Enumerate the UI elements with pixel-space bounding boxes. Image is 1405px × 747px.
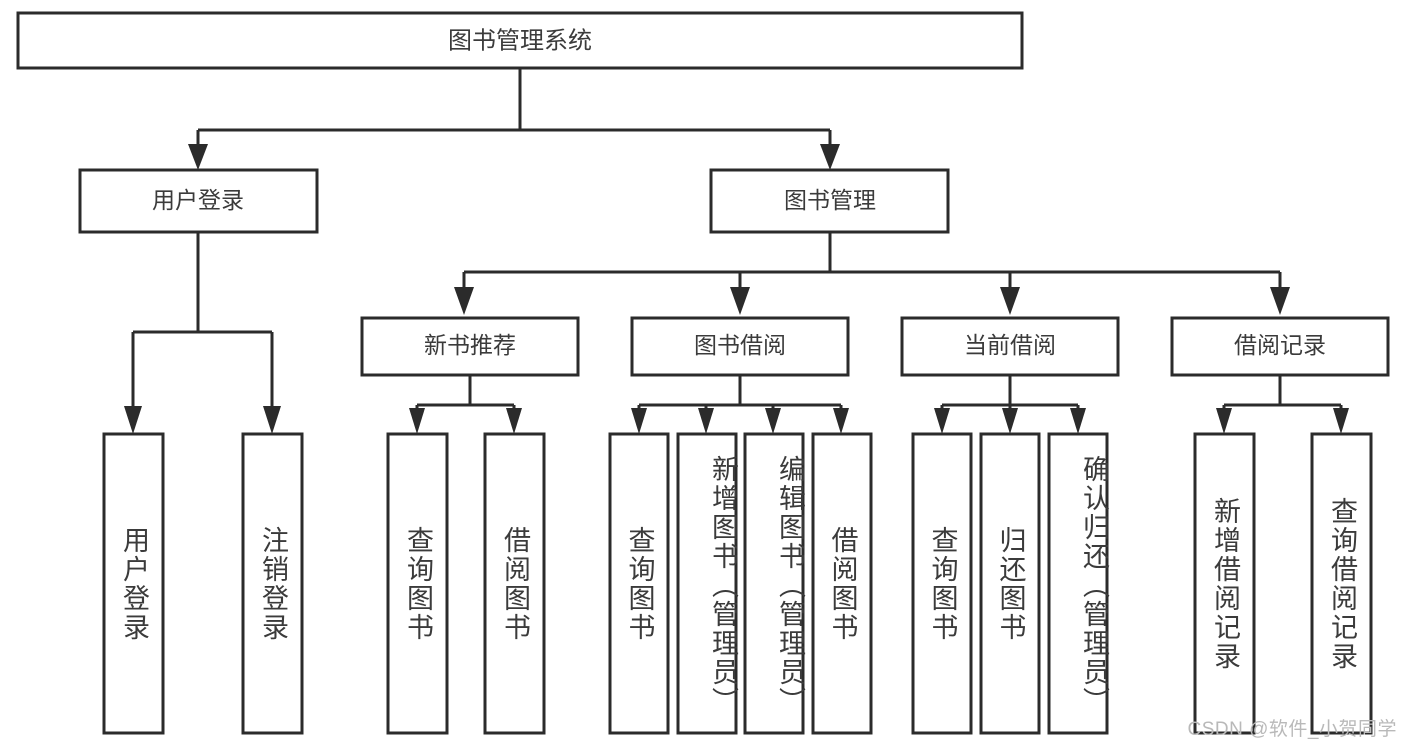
- node-root[interactable]: 图书管理系统: [16, 11, 1024, 70]
- leaf-box-group: [102, 432, 1373, 735]
- connector-group: [124, 68, 1349, 434]
- node-user-login-box[interactable]: [78, 168, 319, 234]
- arrowhead-current-leaf3: [1070, 408, 1086, 434]
- leaf-box-current-confirm[interactable]: [1047, 432, 1109, 735]
- arrowhead-borrow: [730, 287, 750, 315]
- arrowhead-current-leaf1: [934, 408, 950, 434]
- node-borrow-record[interactable]: 借阅记录: [1170, 316, 1390, 377]
- node-new-book-recommend[interactable]: 新书推荐: [360, 316, 580, 377]
- arrowhead-newbook-leaf1: [409, 408, 425, 434]
- arrowhead-borrow-leaf2: [698, 408, 714, 434]
- node-book-management-label: 图书管理: [784, 187, 876, 213]
- node-new-book-recommend-label: 新书推荐: [424, 332, 516, 358]
- arrowhead-current: [1000, 287, 1020, 315]
- node-user-login-label: 用户登录: [152, 187, 244, 213]
- leaf-box-record-add[interactable]: [1193, 432, 1256, 735]
- leaf-box-user-login[interactable]: [102, 432, 165, 735]
- node-user-login[interactable]: 用户登录: [78, 168, 319, 234]
- node-book-management-box[interactable]: [709, 168, 950, 234]
- arrowhead-current-leaf2: [1002, 408, 1018, 434]
- arrowhead-record-leaf2: [1333, 408, 1349, 434]
- node-new-book-recommend-box[interactable]: [360, 316, 580, 377]
- arrowhead-borrow-leaf3: [765, 408, 781, 434]
- node-book-borrow-box[interactable]: [630, 316, 850, 377]
- leaf-box-borrow-edit[interactable]: [743, 432, 805, 735]
- arrowhead-newbook-leaf2: [506, 408, 522, 434]
- node-root-box[interactable]: [16, 11, 1024, 70]
- node-current-borrow[interactable]: 当前借阅: [900, 316, 1120, 377]
- node-book-management[interactable]: 图书管理: [709, 168, 950, 234]
- arrowhead-record: [1270, 287, 1290, 315]
- leaf-box-newbook-query[interactable]: [386, 432, 449, 735]
- leaf-box-newbook-borrow[interactable]: [483, 432, 546, 735]
- node-current-borrow-box[interactable]: [900, 316, 1120, 377]
- leaf-box-logout[interactable]: [241, 432, 304, 735]
- arrowhead-leaf-user-login: [124, 406, 142, 434]
- node-borrow-record-box[interactable]: [1170, 316, 1390, 377]
- leaf-box-borrow-add[interactable]: [676, 432, 738, 735]
- leaf-box-borrow-lend[interactable]: [811, 432, 873, 735]
- leaf-box-current-return[interactable]: [979, 432, 1041, 735]
- arrowhead-borrow-leaf4: [833, 408, 849, 434]
- watermark-text: CSDN @软件_小贺同学: [1187, 719, 1397, 740]
- arrowhead-book-mgmt: [820, 144, 840, 170]
- node-book-borrow[interactable]: 图书借阅: [630, 316, 850, 377]
- arrowhead-user-login: [188, 144, 208, 170]
- arrowhead-newbook: [454, 287, 474, 315]
- arrowhead-borrow-leaf1: [631, 408, 647, 434]
- arrowhead-leaf-logout: [263, 406, 281, 434]
- node-borrow-record-label: 借阅记录: [1234, 332, 1326, 358]
- arrowhead-record-leaf1: [1216, 408, 1232, 434]
- node-root-label: 图书管理系统: [448, 27, 592, 54]
- node-book-borrow-label: 图书借阅: [694, 332, 786, 358]
- node-current-borrow-label: 当前借阅: [964, 332, 1056, 358]
- leaf-box-record-query[interactable]: [1310, 432, 1373, 735]
- leaf-box-borrow-query[interactable]: [608, 432, 670, 735]
- leaf-box-current-query[interactable]: [911, 432, 973, 735]
